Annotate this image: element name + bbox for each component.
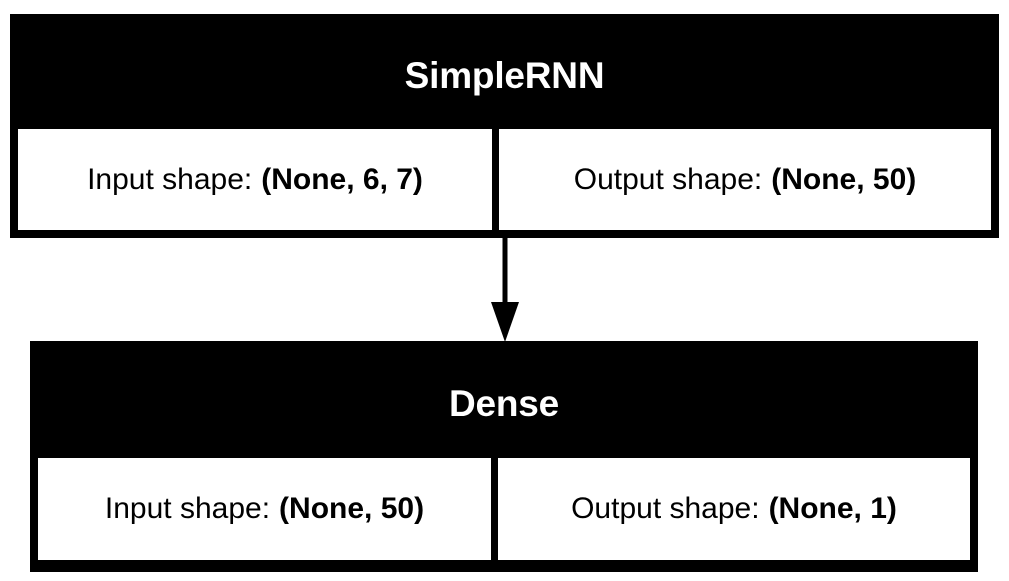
output-shape-label: Output shape: [573,162,763,196]
output-shape-cell-dense: Output shape:(None, 1) [498,458,970,560]
layer-shapes-row-dense: Input shape:(None, 50) Output shape:(Non… [38,458,970,560]
input-shape-label: Input shape: [87,162,253,196]
layer-node-simplernn[interactable]: SimpleRNN Input shape:(None, 6, 7) Outpu… [10,14,999,238]
cell-divider [492,129,499,230]
layer-shapes-row-simplernn: Input shape:(None, 6, 7) Output shape:(N… [18,129,991,230]
output-shape-cell-simplernn: Output shape:(None, 50) [499,129,991,230]
output-shape-value: (None, 50) [771,162,917,196]
output-shape-label: Output shape: [571,492,760,525]
input-shape-value: (None, 6, 7) [261,162,423,196]
cell-divider [491,458,498,560]
input-shape-cell-simplernn: Input shape:(None, 6, 7) [18,129,492,230]
input-shape-cell-dense: Input shape:(None, 50) [38,458,491,560]
input-shape-value: (None, 50) [279,492,425,525]
layer-title-dense: Dense [38,349,970,458]
layer-title-simplernn: SimpleRNN [18,22,991,129]
layer-node-dense[interactable]: Dense Input shape:(None, 50) Output shap… [30,341,978,572]
output-shape-value: (None, 1) [768,492,897,525]
arrow-down-icon [491,230,519,342]
input-shape-label: Input shape: [104,492,271,525]
